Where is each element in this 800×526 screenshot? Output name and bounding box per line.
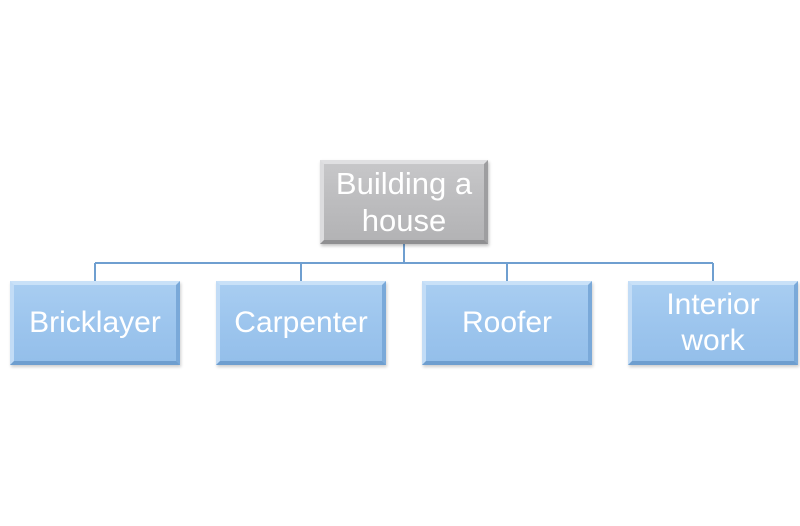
child-node-label: Roofer	[461, 306, 553, 339]
child-node-label: Bricklayer	[29, 306, 161, 339]
child-node-bricklayer: Bricklayer	[10, 281, 180, 365]
child-node-carpenter: Carpenter	[216, 281, 386, 365]
child-node-label: Carpenter	[234, 306, 368, 339]
child-node-interior-work: Interior work	[628, 281, 798, 365]
child-node-label: Interior work	[666, 288, 760, 357]
root-node-building-a-house: Building a house	[320, 160, 488, 244]
child-node-roofer: Roofer	[422, 281, 592, 365]
root-node-label: Building a house	[335, 165, 473, 238]
